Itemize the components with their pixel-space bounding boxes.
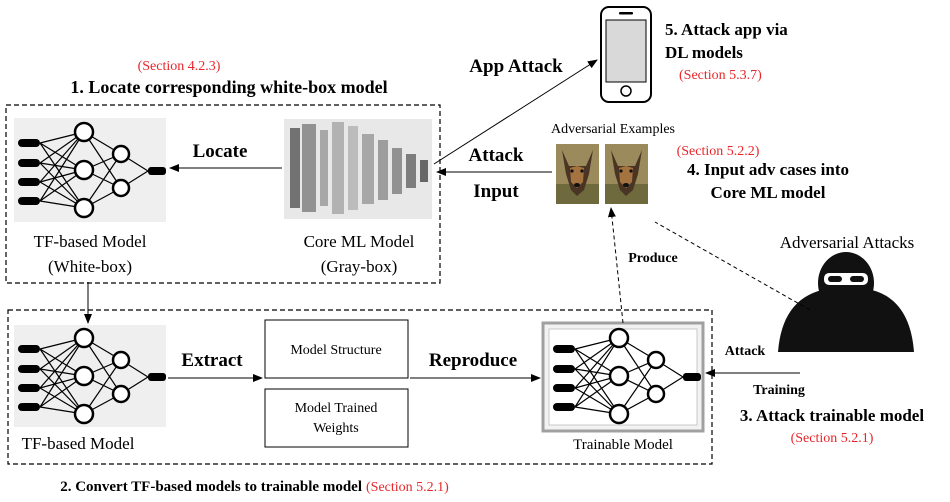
locate-label: Locate	[193, 141, 248, 162]
adversarial-examples-label: Adversarial Examples	[551, 122, 675, 137]
tf-model-label-2: TF-based Model	[22, 434, 135, 453]
step2-title: 2. Convert TF-based models to trainable …	[60, 479, 362, 495]
step5-section: (Section 5.3.7)	[679, 68, 762, 83]
app-attack-label: App Attack	[469, 56, 563, 77]
tf-model-panel-2	[14, 325, 168, 427]
step2-section: (Section 5.2.1)	[366, 480, 449, 495]
trainable-model-panel	[541, 321, 705, 433]
dog-image-icon	[605, 144, 648, 204]
tf-model-label: TF-based Model	[34, 232, 147, 251]
step4-title-line2: Core ML model	[711, 183, 826, 202]
extract-label: Extract	[181, 350, 243, 371]
step3-section: (Section 5.2.1)	[791, 431, 874, 446]
model-weights-line2: Weights	[313, 421, 359, 436]
coreml-model-label: Core ML Model	[304, 232, 415, 251]
step2-region	[7, 309, 713, 465]
attack-input-line1: Attack	[469, 145, 524, 166]
produce-arrow	[607, 207, 624, 324]
trainable-model-label: Trainable Model	[573, 437, 673, 453]
step1-region	[5, 104, 441, 284]
step5-title-line1: 5. Attack app via	[665, 20, 788, 39]
tf-model-sublabel: (White-box)	[48, 257, 132, 276]
model-weights-box	[264, 388, 409, 448]
step4-title-line1: 4. Input adv cases into	[687, 160, 849, 179]
model-weights-line1: Model Trained	[295, 401, 378, 416]
model-structure-label: Model Structure	[290, 343, 381, 358]
hacker-icon	[778, 252, 914, 352]
step5-title-line2: DL models	[665, 43, 743, 62]
reproduce-label: Reproduce	[429, 350, 517, 371]
attacker-label: Adversarial Attacks	[780, 233, 915, 252]
attack-label: Attack	[725, 344, 766, 359]
dog-image-icon	[556, 144, 599, 204]
tf-model-panel	[14, 118, 168, 222]
step1-title: 1. Locate corresponding white-box model	[70, 77, 387, 97]
step3-title: 3. Attack trainable model	[740, 406, 924, 425]
app-attack-arrow	[433, 59, 598, 165]
coreml-model-sublabel: (Gray-box)	[321, 257, 397, 276]
coreml-model-panel	[284, 119, 432, 219]
model-structure-box	[264, 319, 409, 379]
step1-section: (Section 4.2.3)	[138, 59, 221, 74]
training-label: Training	[753, 383, 805, 398]
attacker-dashed-line	[654, 221, 811, 311]
smartphone-icon	[600, 6, 652, 103]
attack-input-line2: Input	[473, 181, 519, 202]
adversarial-examples-images	[554, 142, 650, 206]
step4-section: (Section 5.2.2)	[677, 144, 760, 159]
produce-label: Produce	[628, 251, 678, 266]
